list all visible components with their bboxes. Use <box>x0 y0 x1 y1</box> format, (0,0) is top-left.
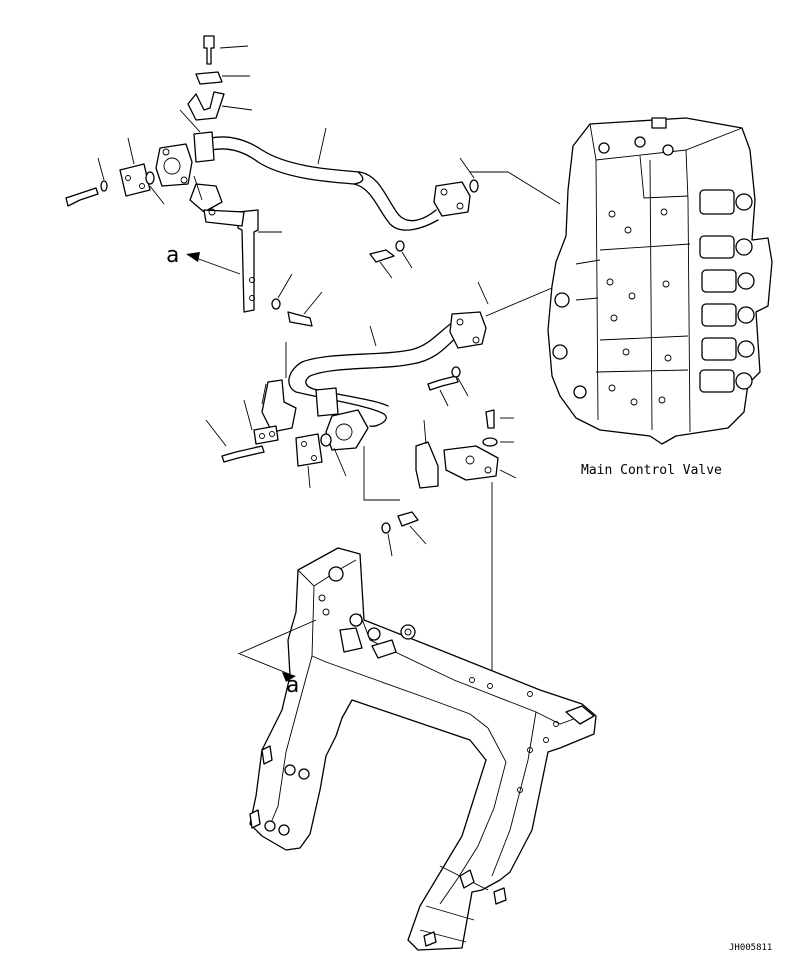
view-arrow-a-lower <box>237 619 317 682</box>
valve-section-knobs <box>552 117 755 406</box>
lower-hydraulic-pipe <box>288 311 487 451</box>
revolving-frame-drawing <box>249 547 597 951</box>
upper-hydraulic-pipe <box>155 131 471 231</box>
upper-bracket-parts <box>65 35 479 327</box>
main-control-valve-drawing <box>547 117 773 445</box>
callout-leader-lines <box>97 45 517 557</box>
guide-lines <box>285 171 561 680</box>
view-arrow-a-upper <box>186 252 241 275</box>
view-marker-a-upper: a <box>166 243 179 268</box>
view-marker-a-lower: a <box>286 673 299 698</box>
lower-bracket-parts <box>221 366 499 534</box>
main-control-valve-label: Main Control Valve <box>581 463 722 478</box>
drawing-code: JH005811 <box>729 943 772 953</box>
